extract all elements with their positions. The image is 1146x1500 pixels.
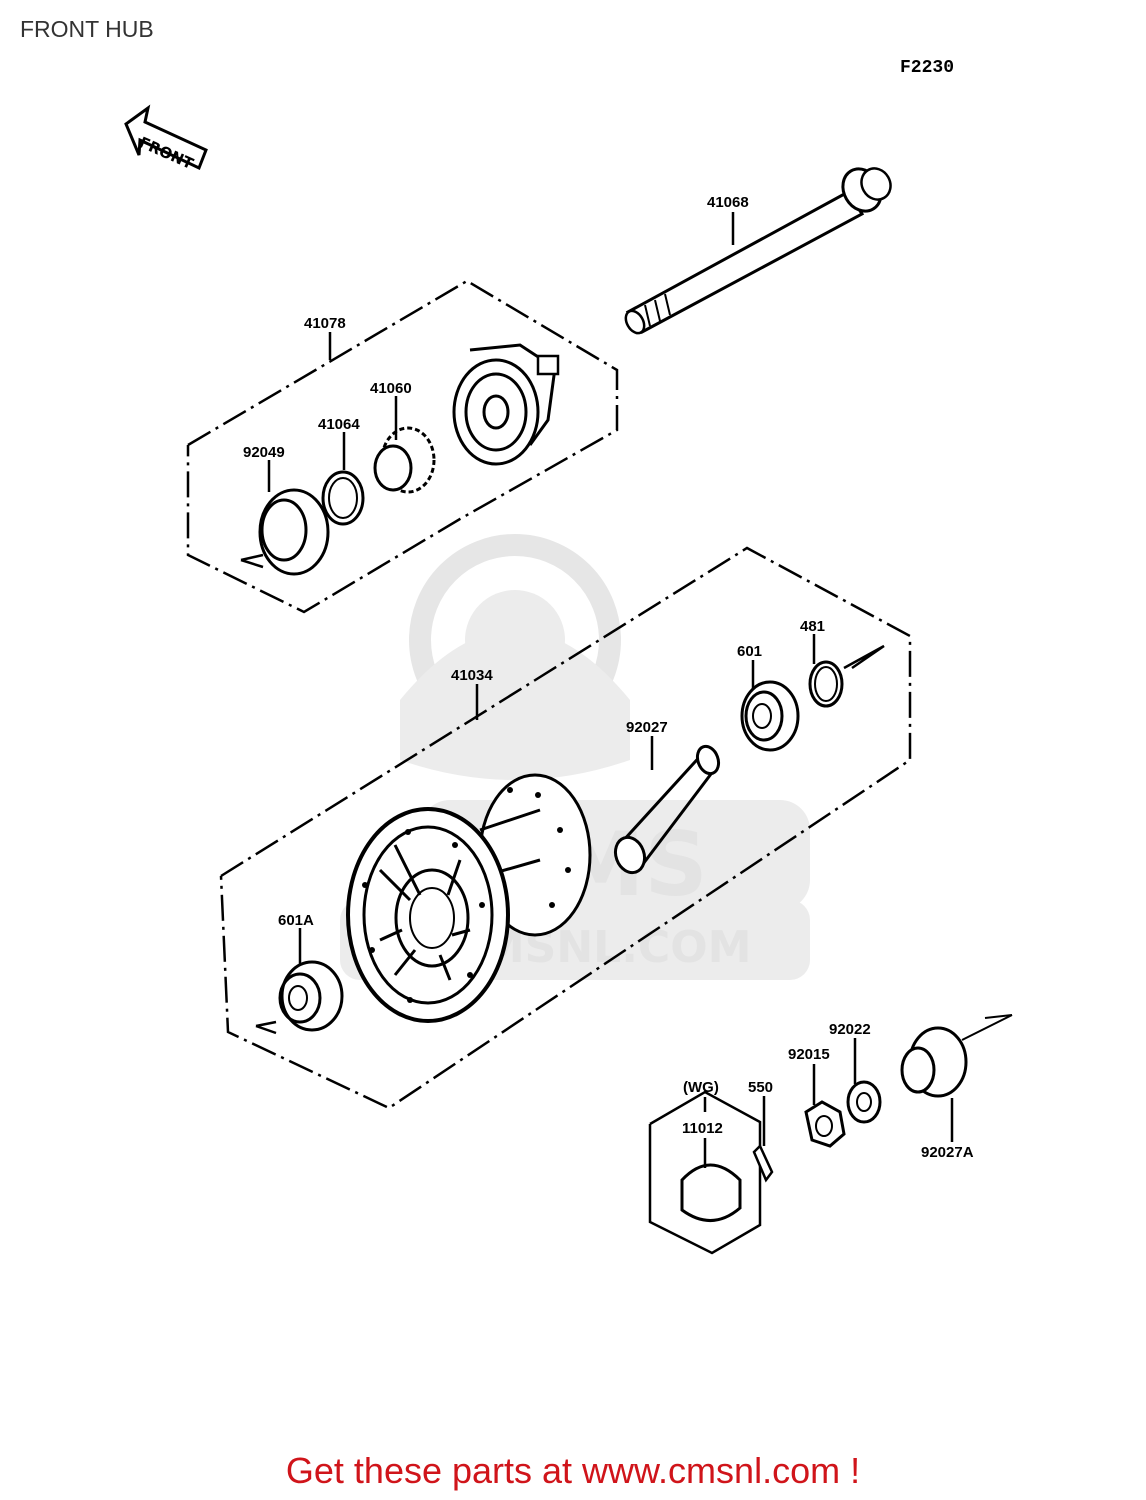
front-direction-arrow: FRONT [124, 104, 208, 173]
page-title: FRONT HUB [20, 16, 154, 42]
cotter-pin-550 [752, 1143, 774, 1183]
diagram-reference-code: F2230 [900, 58, 955, 78]
part-label-92027A: 92027A [921, 1144, 974, 1161]
bearing-601 [740, 680, 800, 752]
group-box-11012 [648, 1090, 762, 1255]
speedometer-housing-41078 [452, 343, 560, 466]
footer-link-text[interactable]: Get these parts at www.cmsnl.com ! [285, 1450, 861, 1491]
washer-92022 [846, 1080, 882, 1124]
group-box-41078 [186, 279, 619, 614]
part-label-11012: 11012 [682, 1120, 723, 1137]
collar-92027A [900, 1026, 968, 1098]
hub-41034 [346, 773, 592, 1023]
speedometer-gear-41060 [373, 426, 436, 494]
part-label-92027: 92027 [626, 719, 668, 736]
part-label-41078: 41078 [304, 315, 346, 332]
part-label-41064: 41064 [318, 416, 360, 433]
axle-41068 [624, 167, 892, 335]
oil-seal-92049 [258, 488, 330, 576]
part-label-550: 550 [748, 1079, 773, 1096]
part-label-41060: 41060 [370, 380, 412, 397]
cap-11012 [680, 1163, 742, 1222]
bearing-601A [278, 960, 344, 1032]
circlip-481 [808, 660, 844, 708]
group-box-41034 [219, 546, 912, 1110]
leader-lines [267, 212, 954, 1168]
spacer-92027 [613, 744, 721, 875]
part-label-41068: 41068 [707, 194, 749, 211]
part-label-wg: (WG) [683, 1079, 719, 1096]
part-label-601: 601 [737, 643, 762, 660]
part-label-92022: 92022 [829, 1021, 871, 1038]
part-label-41034: 41034 [451, 667, 493, 684]
part-label-92015: 92015 [788, 1046, 830, 1063]
exploded-parts-diagram: CMS CMSNL.COM FRONT [124, 104, 1013, 1255]
part-label-601A: 601A [278, 912, 314, 929]
alignment-line [961, 1014, 1013, 1041]
part-labels: 41068 41078 41060 41064 92049 41034 601 … [243, 194, 974, 1161]
retainer-41064 [321, 470, 365, 526]
front-arrow-label: FRONT [136, 133, 196, 173]
part-label-92049: 92049 [243, 444, 285, 461]
nut-92015 [804, 1100, 846, 1148]
part-label-481: 481 [800, 618, 825, 635]
